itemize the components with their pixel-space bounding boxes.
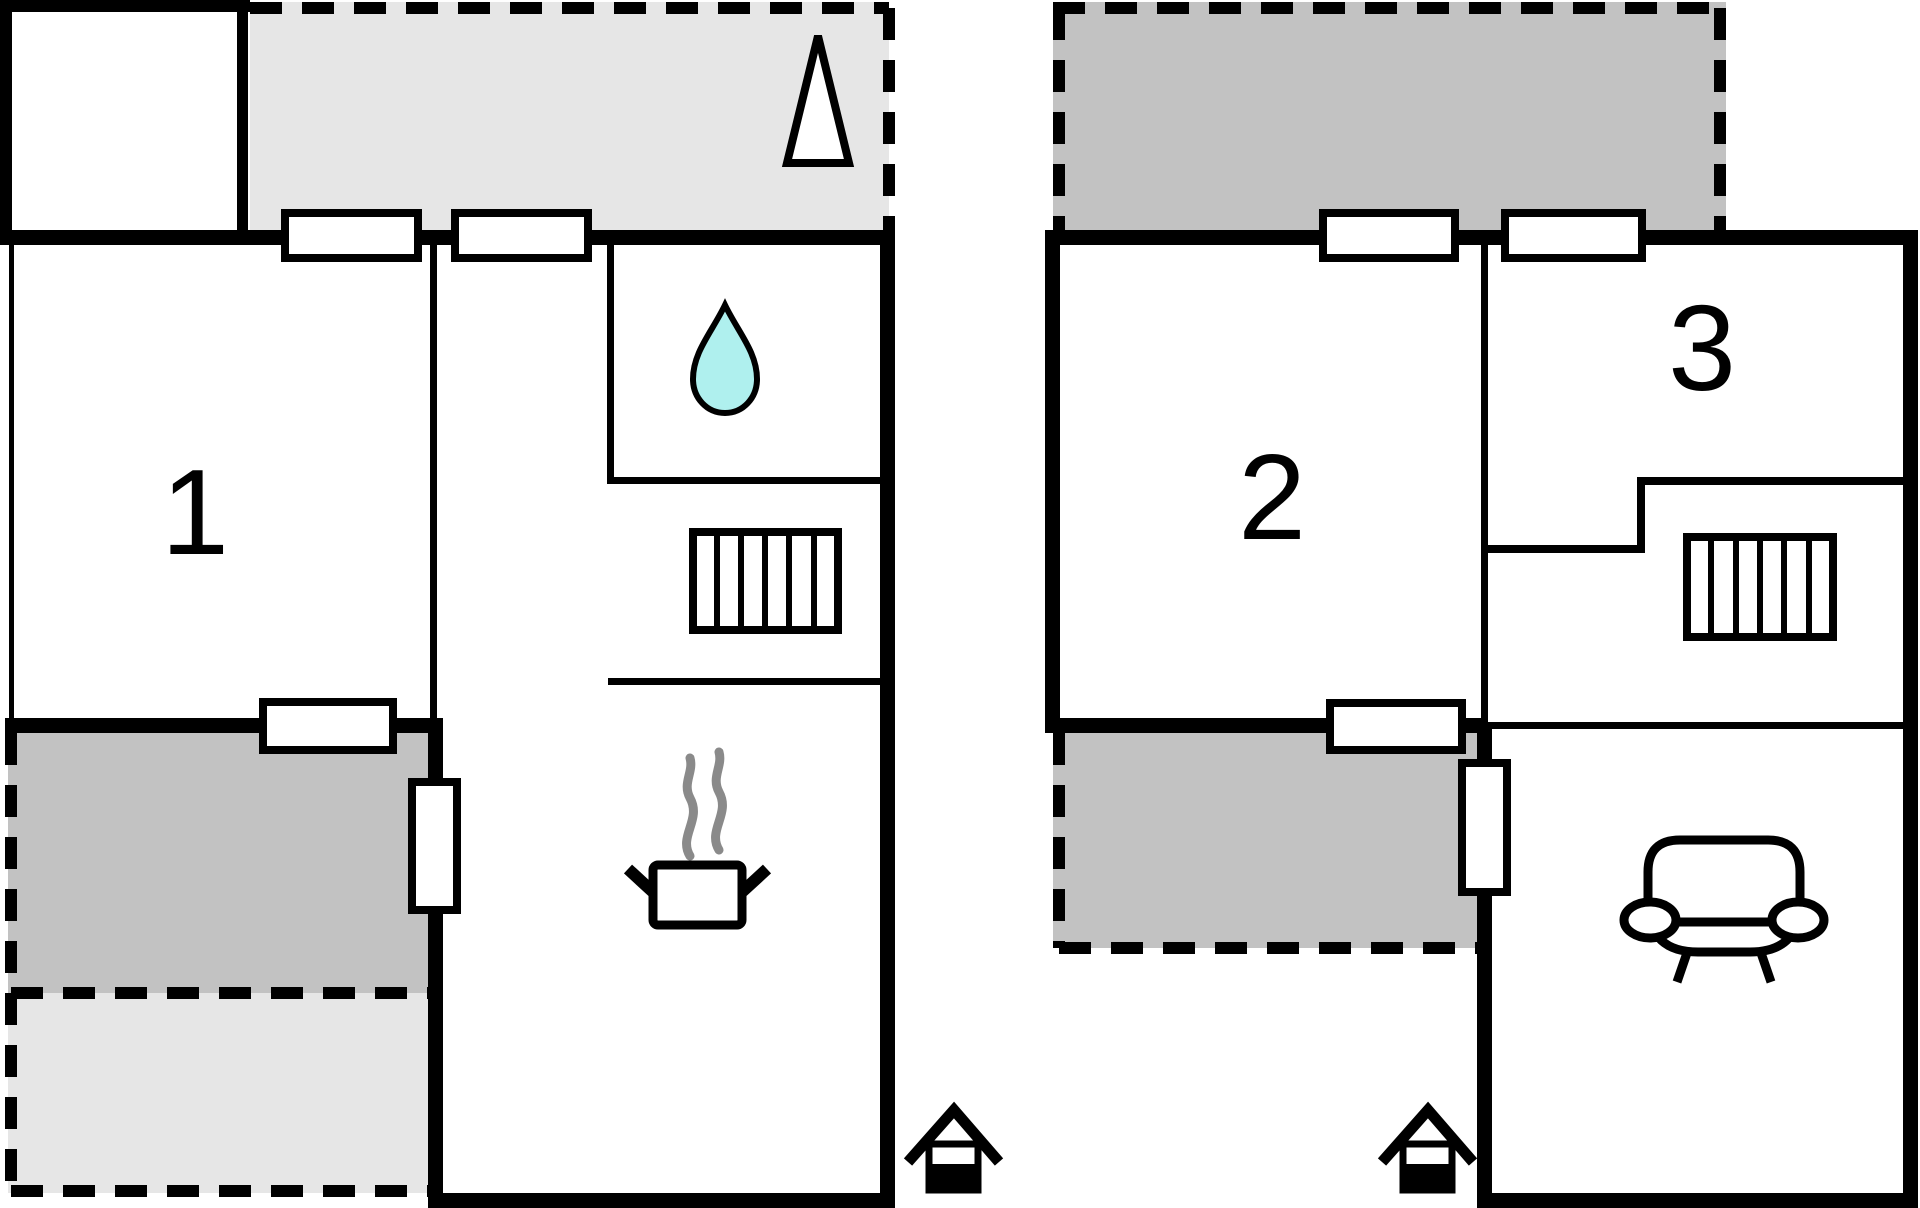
wall bbox=[430, 245, 437, 722]
sofa-back bbox=[1643, 835, 1805, 906]
room-2-label: 2 bbox=[1238, 429, 1306, 565]
wall bbox=[428, 1193, 895, 1208]
wall bbox=[880, 230, 895, 1208]
door-openings bbox=[259, 209, 1646, 914]
door-opening bbox=[259, 698, 397, 754]
window-opening bbox=[1319, 209, 1459, 262]
wall bbox=[607, 477, 885, 484]
wall bbox=[9, 245, 14, 722]
kitchen-counter-line bbox=[608, 678, 883, 685]
steam-icon bbox=[682, 747, 727, 861]
wall bbox=[1045, 230, 1918, 245]
wall bbox=[237, 0, 248, 243]
house-roof bbox=[1377, 1101, 1478, 1166]
sofa-armrest bbox=[1619, 897, 1681, 943]
water-drop-shape bbox=[689, 298, 761, 417]
wall bbox=[1637, 477, 1918, 485]
wall bbox=[0, 230, 895, 245]
house-door bbox=[929, 1164, 978, 1190]
wall bbox=[1903, 230, 1918, 1208]
room-3-label: 3 bbox=[1668, 280, 1736, 416]
house-entrance-icon bbox=[1377, 1101, 1478, 1194]
window-opening bbox=[451, 209, 592, 262]
stairs-steps bbox=[1708, 539, 1812, 635]
wall bbox=[607, 245, 614, 483]
door-opening bbox=[1458, 759, 1511, 896]
house-roof bbox=[903, 1101, 1004, 1166]
stairs-icon bbox=[689, 528, 842, 634]
stairs-icon bbox=[1683, 533, 1837, 641]
cooking-pot-icon bbox=[623, 860, 772, 930]
north-arrow-icon bbox=[781, 35, 855, 167]
terrace-top-left bbox=[250, 2, 889, 232]
door-opening bbox=[408, 778, 461, 914]
sofa-icon bbox=[1619, 835, 1829, 984]
wall bbox=[1481, 245, 1488, 728]
wall bbox=[0, 0, 250, 12]
wall bbox=[1045, 230, 1060, 733]
terrace-areas bbox=[8, 2, 1726, 1193]
house-entrance-icon bbox=[903, 1101, 1004, 1194]
terrace-bottom-left bbox=[8, 993, 430, 1193]
terrace-dashed-boundaries bbox=[5, 2, 1726, 1197]
wall bbox=[1492, 722, 1918, 729]
terrace-mid-left bbox=[8, 733, 430, 993]
pot-body bbox=[648, 860, 747, 930]
terrace-mid-right bbox=[1053, 733, 1477, 948]
wall bbox=[1481, 545, 1645, 553]
steam-wave bbox=[711, 747, 727, 855]
window-opening bbox=[281, 209, 422, 262]
window-opening bbox=[1501, 209, 1646, 262]
wall bbox=[1477, 1193, 1918, 1208]
door-opening bbox=[1326, 699, 1466, 754]
terrace-top-right bbox=[1053, 2, 1726, 232]
stairs-steps bbox=[714, 534, 817, 628]
wall bbox=[0, 0, 12, 245]
water-drop-icon bbox=[689, 298, 761, 417]
steam-wave bbox=[682, 753, 698, 861]
sofa-armrest bbox=[1767, 897, 1829, 943]
north-arrow-triangle bbox=[781, 35, 855, 167]
house-door bbox=[1403, 1164, 1452, 1190]
wall bbox=[1637, 477, 1645, 553]
room-1-label: 1 bbox=[161, 444, 229, 580]
